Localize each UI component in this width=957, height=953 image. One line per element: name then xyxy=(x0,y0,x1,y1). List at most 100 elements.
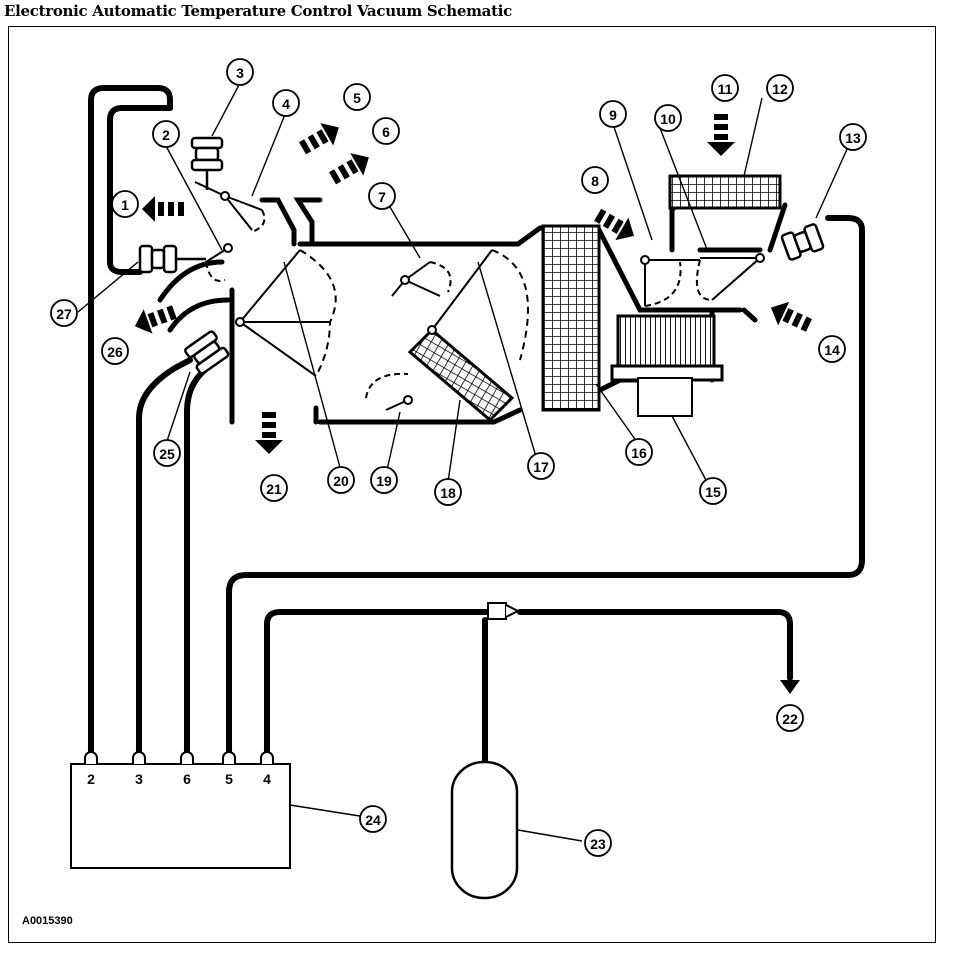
callout-4 xyxy=(272,89,300,117)
callout-20 xyxy=(327,466,355,494)
hose-port-5 xyxy=(226,215,865,766)
vacuum-reservoir xyxy=(450,760,519,900)
svg-text:18: 18 xyxy=(440,485,456,501)
svg-text:13: 13 xyxy=(845,130,861,146)
door-pivots xyxy=(220,191,765,405)
svg-text:24: 24 xyxy=(365,812,381,828)
svg-text:19: 19 xyxy=(376,473,392,489)
svg-text:6: 6 xyxy=(382,124,390,140)
callout-18 xyxy=(434,478,462,506)
svg-text:23: 23 xyxy=(590,836,606,852)
callout-13 xyxy=(839,123,867,151)
callout-24 xyxy=(359,805,387,833)
callout-10 xyxy=(654,104,682,132)
callout-16 xyxy=(625,438,653,466)
callout-21 xyxy=(260,474,288,502)
svg-text:12: 12 xyxy=(772,81,788,97)
svg-text:10: 10 xyxy=(660,111,676,127)
vacuum-actuators xyxy=(138,136,825,375)
callout-7 xyxy=(368,182,396,210)
port-label-2: 2 xyxy=(87,771,95,787)
callout-25 xyxy=(153,439,181,467)
actuator-27 xyxy=(138,244,206,274)
svg-text:27: 27 xyxy=(56,306,72,322)
diagram-frame xyxy=(8,26,936,943)
svg-text:1: 1 xyxy=(121,197,129,213)
callout-22 xyxy=(776,704,804,732)
airflow-arrow-6 xyxy=(329,153,369,185)
callout-23 xyxy=(584,829,612,857)
callout-labels: 1 2 3 4 5 6 7 8 9 10 11 12 13 14 15 16 1… xyxy=(56,65,861,852)
callout-1 xyxy=(111,190,139,218)
svg-text:5: 5 xyxy=(353,90,361,106)
check-valve xyxy=(487,602,521,620)
airflow-arrow-5 xyxy=(299,123,339,155)
svg-text:25: 25 xyxy=(159,446,175,462)
svg-text:15: 15 xyxy=(705,484,721,500)
svg-text:16: 16 xyxy=(631,445,647,461)
svg-text:17: 17 xyxy=(533,459,549,475)
callout-8 xyxy=(581,166,609,194)
svg-text:14: 14 xyxy=(824,342,840,358)
callout-11 xyxy=(711,74,739,102)
svg-text:8: 8 xyxy=(591,173,599,189)
air-filter xyxy=(668,174,782,210)
port-labels: 2 3 6 5 4 xyxy=(87,771,271,787)
page-title: Electronic Automatic Temperature Control… xyxy=(4,2,512,20)
callout-5 xyxy=(343,83,371,111)
hose-port-2 xyxy=(88,85,173,766)
port-label-5: 5 xyxy=(225,771,233,787)
airflow-arrow-21 xyxy=(255,412,283,454)
figure-id: A0015390 xyxy=(22,915,73,927)
svg-text:20: 20 xyxy=(333,473,349,489)
port-nipples xyxy=(84,751,274,764)
leader-lines xyxy=(77,82,849,842)
hose-check-valve-out xyxy=(517,609,793,681)
callout-9 xyxy=(599,100,627,128)
airflow-arrow-1 xyxy=(142,196,184,222)
callout-19 xyxy=(370,466,398,494)
callout-6 xyxy=(372,117,400,145)
callout-14 xyxy=(818,335,846,363)
actuator-25 xyxy=(184,330,230,375)
callout-17 xyxy=(527,452,555,480)
airflow-arrow-11 xyxy=(707,114,735,156)
airflow-arrow-14 xyxy=(770,301,812,332)
actuator-13 xyxy=(780,223,825,261)
svg-text:9: 9 xyxy=(609,107,617,123)
callout-26 xyxy=(101,337,129,365)
actuator-3 xyxy=(190,136,224,190)
callout-2 xyxy=(152,120,180,148)
hose-port-6 xyxy=(184,367,208,766)
svg-text:3: 3 xyxy=(236,65,244,81)
svg-text:22: 22 xyxy=(782,711,798,727)
port-label-6: 6 xyxy=(183,771,191,787)
evaporator-core xyxy=(541,224,601,412)
callout-27 xyxy=(50,299,78,327)
svg-text:2: 2 xyxy=(162,127,170,143)
hose-actuator-3 xyxy=(107,105,173,275)
svg-text:4: 4 xyxy=(282,96,290,112)
airflow-arrow-8 xyxy=(594,208,635,241)
svg-text:11: 11 xyxy=(718,81,733,97)
blower-assembly xyxy=(610,314,724,417)
svg-text:26: 26 xyxy=(107,344,123,360)
airflow-arrows xyxy=(134,114,812,454)
callout-15 xyxy=(699,477,727,505)
callout-3 xyxy=(226,58,254,86)
airflow-arrow-26 xyxy=(134,305,177,334)
hose-port-3 xyxy=(136,357,193,766)
svg-text:21: 21 xyxy=(266,481,282,497)
control-assembly xyxy=(70,763,291,869)
heater-core xyxy=(407,327,515,423)
port-label-3: 3 xyxy=(135,771,143,787)
svg-text:7: 7 xyxy=(378,189,386,205)
callouts xyxy=(50,58,867,857)
port-label-4: 4 xyxy=(263,771,271,787)
arrow-22 xyxy=(780,680,800,694)
callout-12 xyxy=(766,74,794,102)
vacuum-hoses xyxy=(88,85,865,766)
doors xyxy=(194,181,761,411)
hose-port-4 xyxy=(264,609,493,766)
